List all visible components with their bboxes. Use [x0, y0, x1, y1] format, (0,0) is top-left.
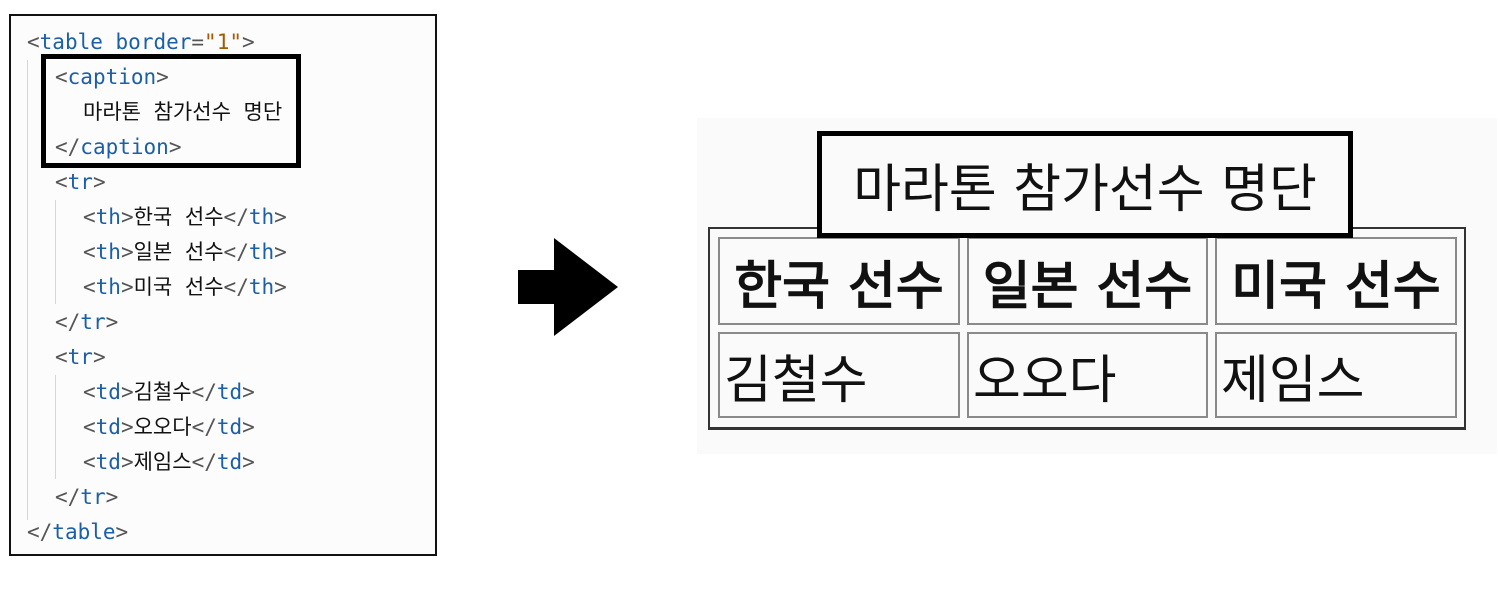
tag-name: th: [95, 240, 121, 264]
tag-name: th: [95, 205, 121, 229]
tag-name: table: [52, 520, 116, 544]
tag-name: th: [248, 205, 275, 229]
tag-name: th: [95, 275, 121, 299]
header-cell-text: 미국 선수: [1231, 256, 1441, 317]
code-line-td: <td>제임스</td>: [83, 450, 255, 474]
code-line-tr-open: <tr>: [55, 345, 106, 369]
header-cell-text: 일본 선수: [982, 256, 1193, 317]
tag-name: td: [95, 415, 121, 439]
code-line-caption-text: 마라톤 참가선수 명단: [83, 95, 282, 130]
header-cell: 한국 선수: [718, 237, 960, 325]
tag-name: caption: [80, 135, 169, 159]
rendered-caption-text: 마라톤 참가선수 명단: [853, 160, 1317, 220]
tag-name: tr: [80, 485, 106, 509]
tag-name: td: [216, 450, 243, 474]
attr-name: border: [115, 30, 192, 54]
code-line-th: <th>일본 선수</th>: [83, 240, 287, 264]
rendered-caption: 마라톤 참가선수 명단: [817, 131, 1353, 238]
caption-highlight-box: [41, 54, 301, 168]
td-text: 제임스: [133, 450, 192, 474]
td-text: 김철수: [133, 380, 192, 404]
header-cell: 미국 선수: [1215, 237, 1457, 325]
tag-name: th: [248, 275, 275, 299]
caption-text: 마라톤 참가선수 명단: [83, 100, 283, 124]
indent-guide: [27, 60, 28, 520]
code-line-td: <td>오오다</td>: [83, 415, 255, 439]
right-arrow-icon: [518, 238, 618, 336]
data-cell-text: 김철수: [724, 350, 868, 411]
code-panel: [9, 14, 437, 556]
th-text: 한국 선수: [133, 205, 224, 229]
indent-guide: [55, 200, 56, 304]
data-cell: 제임스: [1215, 332, 1457, 418]
tag-name: td: [216, 415, 243, 439]
tag-name: tr: [80, 310, 106, 334]
code-line-tr-close: </tr>: [55, 485, 119, 509]
th-text: 일본 선수: [133, 240, 224, 264]
code-line-tr-open: <tr>: [55, 170, 106, 194]
data-cell: 오오다: [967, 332, 1208, 418]
tag-name: tr: [67, 345, 93, 369]
header-cell-text: 한국 선수: [734, 256, 944, 317]
data-cell-text: 제임스: [1221, 350, 1365, 411]
td-text: 오오다: [133, 415, 192, 439]
header-cell: 일본 선수: [967, 237, 1208, 325]
code-line-tr-close: </tr>: [55, 310, 119, 334]
tag-name: tr: [67, 170, 93, 194]
attr-value: "1": [204, 30, 242, 54]
tag-name: caption: [67, 65, 157, 89]
tag-name: td: [95, 380, 121, 404]
code-line-td: <td>김철수</td>: [83, 380, 255, 404]
data-cell-text: 오오다: [973, 350, 1117, 411]
code-line-th: <th>한국 선수</th>: [83, 205, 287, 229]
code-line-th: <th>미국 선수</th>: [83, 275, 287, 299]
data-cell: 김철수: [718, 332, 960, 418]
indent-guide: [55, 375, 56, 479]
tag-name: th: [248, 240, 275, 264]
tag-name: table: [39, 30, 103, 54]
code-line-caption-close: </caption>: [55, 135, 182, 159]
code-line-caption-open: <caption>: [55, 65, 169, 89]
th-text: 미국 선수: [133, 275, 224, 299]
tag-name: td: [95, 450, 121, 474]
tag-name: td: [216, 380, 243, 404]
code-line-table-close: </table>: [27, 520, 129, 544]
code-line-table-open: <table border="1">: [27, 30, 255, 54]
